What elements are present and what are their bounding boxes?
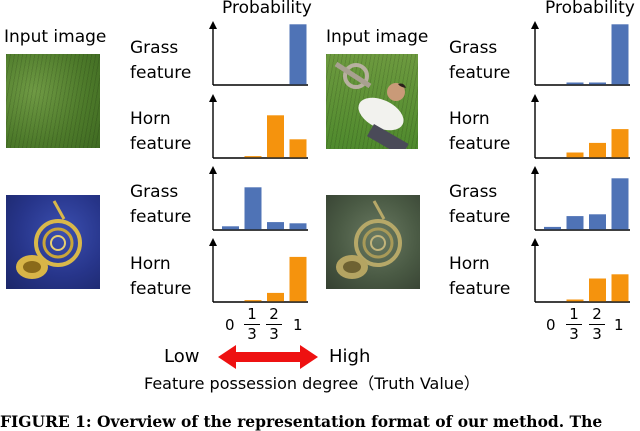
axis-caption: Feature possession degree（Truth Value） (144, 376, 480, 392)
figure-caption: FIGURE 1: Overview of the representation… (0, 412, 602, 431)
